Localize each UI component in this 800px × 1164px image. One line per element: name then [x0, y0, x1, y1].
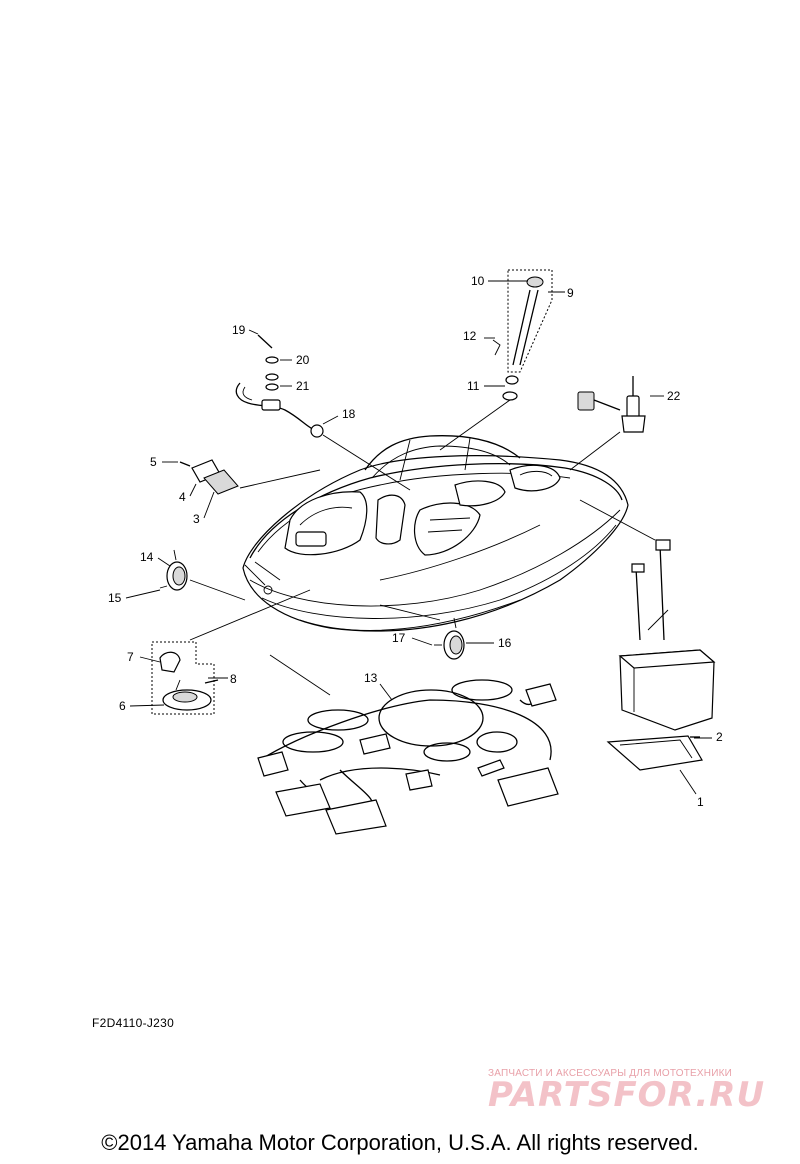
callout-19: 19 [232, 323, 246, 337]
speaker-left [159, 549, 246, 601]
wiring-harness [257, 654, 559, 835]
callout-5: 5 [150, 455, 157, 469]
copyright-notice: ©2014 Yamaha Motor Corporation, U.S.A. A… [101, 1130, 699, 1155]
callout-9: 9 [567, 286, 574, 300]
switch-assembly [151, 589, 311, 715]
callout-7: 7 [127, 650, 134, 664]
battery [579, 499, 716, 771]
watermark-tagline: ЗАПЧАСТИ И АКСЕССУАРЫ ДЛЯ МОТОТЕХНИКИ [488, 1068, 733, 1079]
callout-17: 17 [392, 631, 406, 645]
callout-2: 2 [716, 730, 723, 744]
watermark-logo: PARTSFOR.RU [488, 1075, 766, 1115]
leader-lines [125, 280, 712, 795]
callout-1: 1 [697, 795, 704, 809]
callout-3: 3 [193, 512, 200, 526]
callout-10: 10 [471, 274, 485, 288]
diagram-code: F2D4110-J230 [92, 1016, 175, 1030]
callout-11: 11 [467, 379, 480, 393]
speaker-right [379, 604, 465, 660]
watermark: ЗАПЧАСТИ И АКСЕССУАРЫ ДЛЯ МОТОТЕХНИКИ PA… [488, 1068, 788, 1115]
callout-4: 4 [179, 490, 186, 504]
sensor [569, 376, 646, 471]
callout-13: 13 [364, 671, 378, 685]
callout-21: 21 [296, 379, 310, 393]
boat-hull-drawing [242, 435, 629, 632]
callout-20: 20 [296, 353, 310, 367]
callout-22: 22 [667, 389, 681, 403]
callout-18: 18 [342, 407, 356, 421]
callout-15: 15 [108, 591, 122, 605]
callout-16: 16 [498, 636, 512, 650]
callout-8: 8 [230, 672, 237, 686]
tube-assembly [439, 269, 553, 451]
callout-14: 14 [140, 550, 154, 564]
switch-parts [179, 459, 321, 495]
callout-6: 6 [119, 699, 126, 713]
harness-connector [257, 683, 559, 835]
callout-numbers: 1 2 3 4 5 6 7 8 9 10 11 12 13 14 15 16 1… [108, 274, 723, 809]
cable-and-bolt [235, 334, 411, 491]
callout-12: 12 [463, 329, 477, 343]
